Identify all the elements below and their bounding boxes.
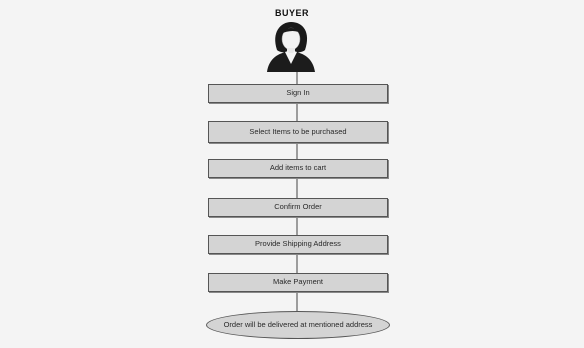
step-label: Confirm Order: [274, 202, 322, 212]
step-make-payment: Make Payment: [208, 273, 388, 292]
step-select-items: Select Items to be purchased: [208, 121, 388, 143]
step-confirm-order: Confirm Order: [208, 198, 388, 217]
step-label: Add items to cart: [269, 163, 327, 173]
step-label: Sign In: [286, 88, 310, 98]
step-sign-in: Sign In: [208, 84, 388, 103]
end-label: Order will be delivered at mentioned add…: [223, 319, 373, 329]
step-label: Provide Shipping Address: [255, 239, 341, 249]
step-label: Select Items to be purchased: [249, 126, 347, 136]
end-ellipse: Order will be delivered at mentioned add…: [206, 311, 390, 339]
buyer-avatar-icon: [267, 22, 315, 72]
step-add-to-cart: Add items to cart: [208, 159, 388, 178]
step-label: Make Payment: [272, 277, 324, 287]
step-shipping-address: Provide Shipping Address: [208, 235, 388, 254]
actor-label: BUYER: [274, 8, 309, 18]
